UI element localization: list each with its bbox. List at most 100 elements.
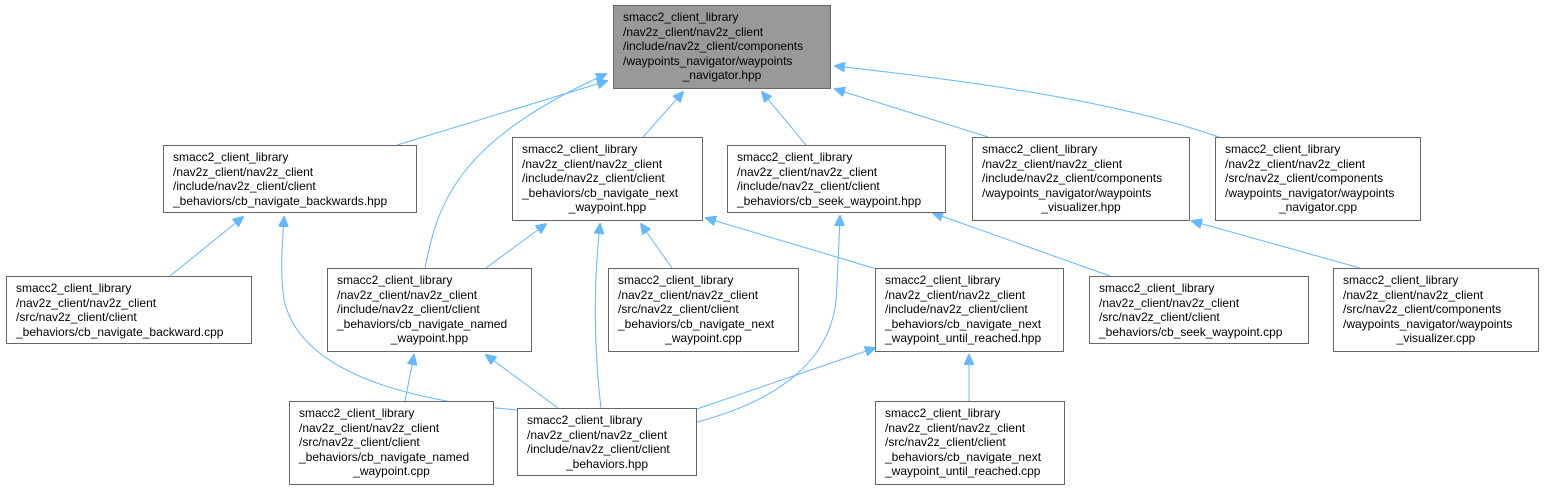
- edge-client_behaviors_hpp-to-cb_next_until_hpp: [696, 348, 875, 410]
- node-line: /waypoints_navigator/waypoints: [1225, 185, 1395, 200]
- node-line: /nav2z_client/nav2z_client: [618, 287, 759, 302]
- node-line: /include/nav2z_client/components: [623, 39, 804, 54]
- edge-client_behaviors_hpp-to-cb_named_wp_hpp: [486, 355, 559, 409]
- node-line: smacc2_client_library: [618, 273, 734, 287]
- node-line: _waypoint.cpp: [665, 331, 742, 346]
- node-line: smacc2_client_library: [623, 10, 739, 24]
- node-line: _behaviors/cb_seek_waypoint.cpp: [1099, 324, 1283, 339]
- node-line: smacc2_client_library: [173, 150, 289, 164]
- node-line: /nav2z_client/nav2z_client: [527, 427, 668, 442]
- node-line: /nav2z_client/nav2z_client: [737, 164, 878, 179]
- node-line: /waypoints_navigator/waypoints: [982, 185, 1152, 200]
- edge-cb_backwards_hpp-to-root: [396, 81, 607, 146]
- node-line: /include/nav2z_client/client: [173, 179, 316, 194]
- node-waypoints-visualizer-cpp[interactable]: smacc2_client_library /nav2z_client/nav2…: [1333, 268, 1539, 352]
- node-line: /include/nav2z_client/client: [737, 179, 880, 194]
- edge-cb_next_until_hpp-to-cb_next_wp_hpp: [706, 218, 881, 271]
- node-line: smacc2_client_library: [1225, 142, 1341, 156]
- node-cb-navigate-backward-cpp[interactable]: smacc2_client_library /nav2z_client/nav2…: [6, 276, 252, 344]
- node-cb-navigate-named-waypoint-cpp[interactable]: smacc2_client_library /nav2z_client/nav2…: [289, 401, 494, 485]
- node-cb-navigate-next-waypoint-until-reached-cpp[interactable]: smacc2_client_library /nav2z_client/nav2…: [875, 401, 1065, 485]
- node-line: /nav2z_client/nav2z_client: [1099, 295, 1240, 310]
- node-line: _behaviors/cb_seek_waypoint.hpp: [737, 193, 922, 208]
- node-line: smacc2_client_library: [982, 142, 1098, 156]
- node-line: smacc2_client_library: [885, 406, 1001, 420]
- node-cb-navigate-next-waypoint-until-reached-hpp[interactable]: smacc2_client_library /nav2z_client/nav2…: [875, 268, 1064, 352]
- node-line: /src/nav2z_client/client: [16, 310, 137, 325]
- node-line: /nav2z_client/nav2z_client: [885, 420, 1026, 435]
- node-line: /include/nav2z_client/components: [982, 171, 1163, 186]
- node-line: smacc2_client_library: [885, 273, 1001, 287]
- node-line: _behaviors/cb_navigate_backwards.hpp: [173, 193, 388, 208]
- node-line: /waypoints_navigator/waypoints: [1343, 316, 1513, 331]
- node-cb-navigate-next-waypoint-cpp[interactable]: smacc2_client_library /nav2z_client/nav2…: [608, 268, 799, 352]
- node-line: _navigator.hpp: [682, 68, 762, 83]
- node-line: smacc2_client_library: [1099, 281, 1215, 295]
- node-line: /waypoints_navigator/waypoints: [623, 53, 793, 68]
- node-line: /nav2z_client/nav2z_client: [16, 295, 157, 310]
- edge-cb_backward_cpp-to-cb_backwards_hpp: [169, 217, 243, 277]
- node-line: smacc2_client_library: [299, 406, 415, 420]
- edge-cb_next_wp_hpp-to-root: [642, 92, 683, 138]
- node-line: /nav2z_client/nav2z_client: [173, 164, 314, 179]
- node-line: /nav2z_client/nav2z_client: [522, 156, 663, 171]
- node-line: /src/nav2z_client/components: [1343, 302, 1502, 317]
- node-line: /nav2z_client/nav2z_client: [337, 287, 478, 302]
- node-line: _behaviors/cb_navigate_named: [299, 449, 470, 464]
- node-line: _behaviors/cb_navigate_next: [522, 185, 679, 200]
- edge-client_behaviors_hpp-to-cb_seek_wp_hpp: [696, 216, 840, 423]
- node-line: _waypoint_until_reached.cpp: [885, 464, 1041, 479]
- node-line: smacc2_client_library: [527, 413, 643, 427]
- node-line: _waypoint.hpp: [568, 200, 647, 215]
- edge-cb_seek_wp_cpp-to-cb_seek_wp_hpp: [933, 213, 1111, 277]
- edge-cb_named_wp_cpp-to-cb_named_wp_hpp: [404, 355, 414, 402]
- edge-wp_visualizer_hpp-to-root: [835, 89, 989, 138]
- node-cb-seek-waypoint-hpp[interactable]: smacc2_client_library /nav2z_client/nav2…: [727, 145, 946, 213]
- edge-cb_named_wp_hpp-to-root: [424, 74, 606, 269]
- node-line: _behaviors.hpp: [565, 456, 649, 471]
- node-line: /include/nav2z_client/client: [885, 302, 1028, 317]
- node-cb-navigate-named-waypoint-hpp[interactable]: smacc2_client_library /nav2z_client/nav2…: [327, 268, 532, 352]
- edge-cb_named_wp_hpp-to-cb_next_wp_hpp: [485, 224, 546, 269]
- node-waypoints-navigator-cpp[interactable]: smacc2_client_library /nav2z_client/nav2…: [1215, 137, 1421, 221]
- edge-client_behaviors_hpp-to-cb_backwards_hpp: [282, 217, 518, 411]
- node-line: /include/nav2z_client/client: [527, 442, 670, 457]
- node-line: /nav2z_client/nav2z_client: [885, 287, 1026, 302]
- node-line: _behaviors/cb_navigate_named: [337, 316, 508, 331]
- edge-cb_seek_wp_hpp-to-root: [762, 92, 807, 146]
- node-line: smacc2_client_library: [737, 150, 853, 164]
- node-line: /nav2z_client/nav2z_client: [1225, 156, 1366, 171]
- node-cb-seek-waypoint-cpp[interactable]: smacc2_client_library /nav2z_client/nav2…: [1089, 276, 1309, 344]
- node-line: /nav2z_client/nav2z_client: [982, 156, 1123, 171]
- node-line: /nav2z_client/nav2z_client: [299, 420, 440, 435]
- node-line: /src/nav2z_client/client: [1099, 310, 1220, 325]
- node-line: _waypoint_until_reached.hpp: [885, 331, 1042, 346]
- node-line: /src/nav2z_client/client: [618, 302, 739, 317]
- node-line: _navigator.cpp: [1278, 200, 1358, 215]
- node-line: /include/nav2z_client/client: [337, 302, 480, 317]
- node-line: /src/nav2z_client/client: [885, 435, 1006, 450]
- node-line: _visualizer.cpp: [1396, 331, 1476, 346]
- node-waypoints-navigator-hpp[interactable]: smacc2_client_library /nav2z_client/nav2…: [613, 5, 831, 89]
- node-line: _behaviors/cb_navigate_next: [885, 449, 1042, 464]
- node-waypoints-visualizer-hpp[interactable]: smacc2_client_library /nav2z_client/nav2…: [972, 137, 1190, 221]
- node-line: /src/nav2z_client/client: [299, 435, 420, 450]
- node-line: _behaviors/cb_navigate_backward.cpp: [16, 324, 224, 339]
- node-client-behaviors-hpp[interactable]: smacc2_client_library /nav2z_client/nav2…: [517, 408, 697, 476]
- node-line: smacc2_client_library: [1343, 273, 1459, 287]
- node-line: smacc2_client_library: [522, 142, 638, 156]
- node-line: smacc2_client_library: [16, 281, 132, 295]
- node-line: smacc2_client_library: [337, 273, 453, 287]
- node-line: /include/nav2z_client/client: [522, 171, 665, 186]
- node-cb-navigate-backwards-hpp[interactable]: smacc2_client_library /nav2z_client/nav2…: [163, 145, 417, 213]
- node-line: /nav2z_client/nav2z_client: [623, 24, 764, 39]
- edge-wp_visualizer_cpp-to-wp_visualizer_hpp: [1192, 221, 1361, 269]
- node-line: _waypoint.hpp: [390, 331, 469, 346]
- node-line: /src/nav2z_client/components: [1225, 171, 1384, 186]
- node-line: _visualizer.hpp: [1041, 200, 1121, 215]
- node-line: _behaviors/cb_navigate_next: [885, 316, 1042, 331]
- edge-client_behaviors_hpp-to-cb_next_wp_hpp: [595, 224, 601, 409]
- edge-wp_navigator_cpp-to-root: [835, 66, 1231, 142]
- node-cb-navigate-next-waypoint-hpp[interactable]: smacc2_client_library /nav2z_client/nav2…: [512, 137, 703, 221]
